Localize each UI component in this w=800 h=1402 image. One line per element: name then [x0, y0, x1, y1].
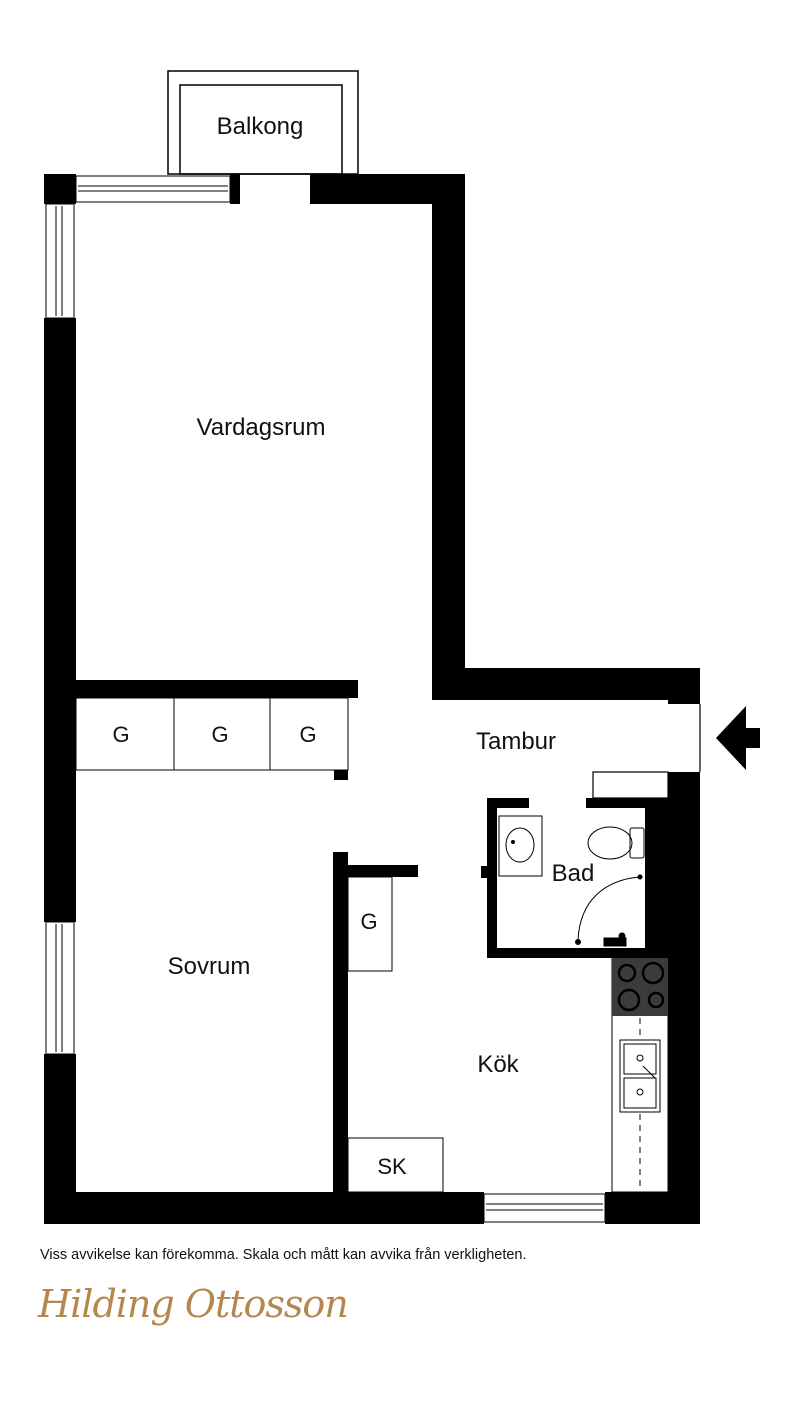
entrance-arrow-icon	[716, 706, 760, 770]
closet-label-sk: SK	[377, 1154, 407, 1179]
room-label-kok: Kök	[477, 1051, 519, 1078]
disclaimer-text: Viss avvikelse kan förekomma. Skala och …	[40, 1247, 527, 1263]
balcony	[167, 70, 359, 175]
closet-label-g1: G	[112, 722, 129, 747]
room-label-vardagsrum: Vardagsrum	[197, 414, 326, 441]
room-label-bad: Bad	[552, 860, 595, 887]
shower-icon	[577, 876, 641, 941]
floor-plan: Balkong Vardagsrum Tambur Bad Sovrum Kök…	[44, 70, 760, 1224]
closet-label-g2: G	[211, 722, 228, 747]
room-label-sovrum: Sovrum	[168, 953, 251, 980]
closet-label-g4: G	[360, 909, 377, 934]
room-label-tambur: Tambur	[476, 728, 556, 755]
kitchen-sink-icon	[619, 1039, 661, 1113]
walls	[44, 174, 700, 1224]
bathroom-fixtures	[498, 815, 645, 947]
kitchen-closet	[347, 876, 393, 972]
company-logo: Hilding Ottosson	[38, 1282, 349, 1326]
storage-closet	[347, 1137, 444, 1193]
sink-icon	[505, 827, 535, 863]
closet-label-g3: G	[299, 722, 316, 747]
wardrobe-row	[75, 697, 349, 771]
entrance	[592, 704, 701, 799]
windows	[45, 175, 606, 1223]
kitchen-counter	[611, 957, 669, 1193]
room-label-balkong: Balkong	[217, 113, 304, 140]
toilet-icon	[587, 826, 645, 860]
